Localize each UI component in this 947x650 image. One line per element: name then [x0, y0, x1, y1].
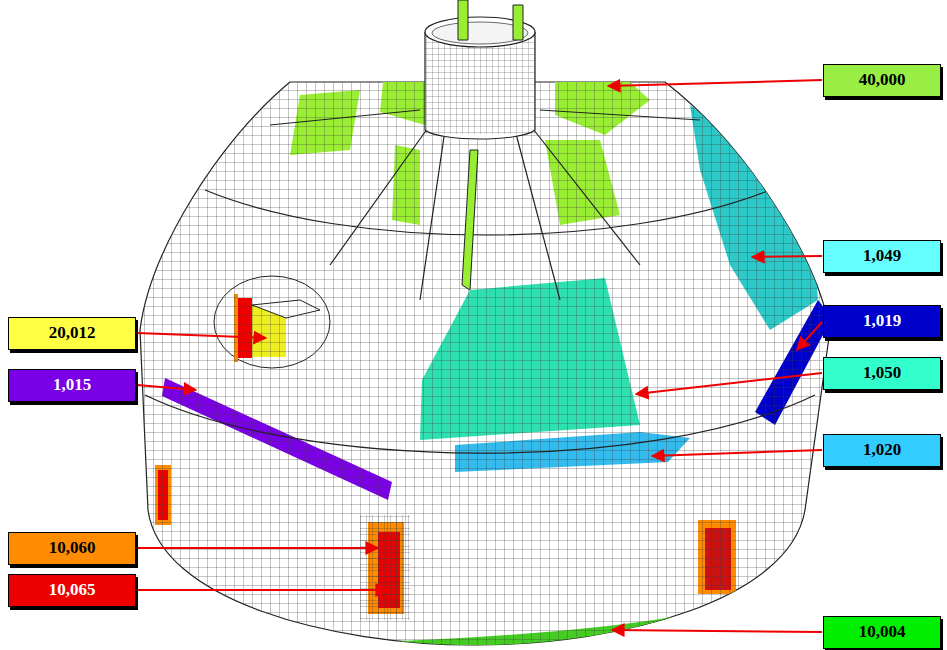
- callout-box: 10,004: [823, 616, 941, 649]
- callout-number: 1,019: [863, 312, 901, 331]
- callout-box: 1,019: [823, 305, 941, 338]
- callout-number: 10,004: [859, 623, 906, 642]
- callout-box: 1,020: [823, 434, 941, 467]
- callout-box: 1,015: [8, 369, 136, 402]
- callout-number: 1,020: [863, 441, 901, 460]
- callout-number: 40,000: [859, 71, 906, 90]
- callout-box: 1,049: [823, 240, 941, 273]
- callout-box: 40,000: [823, 64, 941, 97]
- callout-number: 10,060: [49, 539, 96, 558]
- callout-box: 10,065: [8, 574, 136, 607]
- leader-lines: [137, 80, 822, 632]
- callout-number: 1,049: [863, 247, 901, 266]
- callout-number: 1,050: [863, 364, 901, 383]
- callout-number: 1,015: [53, 376, 91, 395]
- callout-box: 10,060: [8, 532, 136, 565]
- callout-box: 1,050: [823, 357, 941, 390]
- callout-number: 10,065: [49, 581, 96, 600]
- callout-number: 20,012: [49, 324, 96, 343]
- callout-box: 20,012: [8, 317, 136, 350]
